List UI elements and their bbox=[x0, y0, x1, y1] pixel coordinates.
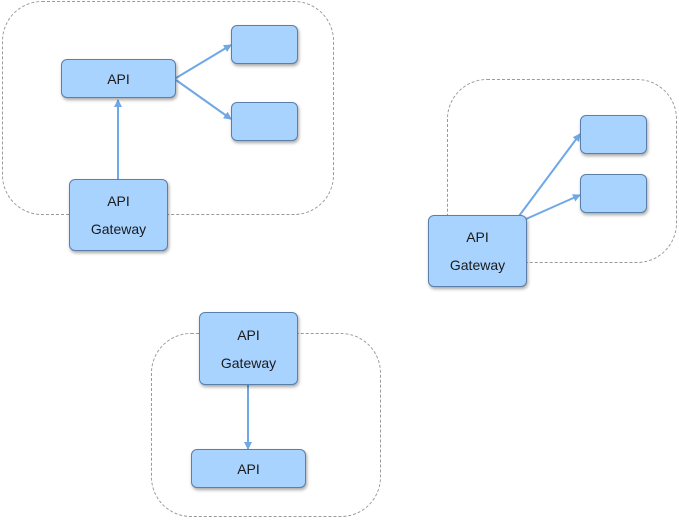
service-node-2a bbox=[580, 115, 647, 154]
api-gateway-node-2: API Gateway bbox=[428, 215, 527, 287]
service-node-1b bbox=[231, 102, 298, 141]
arrow-api-to-service-bottom bbox=[175, 79, 232, 120]
api-gateway-node-1-line2: Gateway bbox=[90, 221, 147, 237]
api-gateway-node-1-line1: API bbox=[107, 193, 130, 209]
api-gateway-node-3-line2: Gateway bbox=[220, 354, 277, 371]
arrow-gateway-to-service-bottom bbox=[525, 194, 581, 220]
api-node-3: API bbox=[191, 449, 306, 488]
service-node-2b bbox=[580, 174, 647, 213]
arrow-api-to-service-top bbox=[175, 44, 232, 79]
api-gateway-node-1: API Gateway bbox=[69, 179, 168, 251]
api-gateway-node-2-line2: Gateway bbox=[449, 257, 506, 273]
api-gateway-node-3-line1: API bbox=[237, 326, 260, 343]
api-node-1: API bbox=[61, 59, 176, 98]
api-node-3-label: API bbox=[237, 460, 260, 477]
arrow-gateway-to-service-top bbox=[518, 133, 581, 217]
api-gateway-node-2-line1: API bbox=[466, 229, 489, 245]
group-diagram-1 bbox=[2, 1, 334, 215]
api-node-1-label: API bbox=[107, 70, 130, 87]
group-diagram-2 bbox=[447, 79, 677, 263]
service-node-1a bbox=[231, 25, 298, 64]
api-gateway-node-3: API Gateway bbox=[199, 312, 298, 385]
